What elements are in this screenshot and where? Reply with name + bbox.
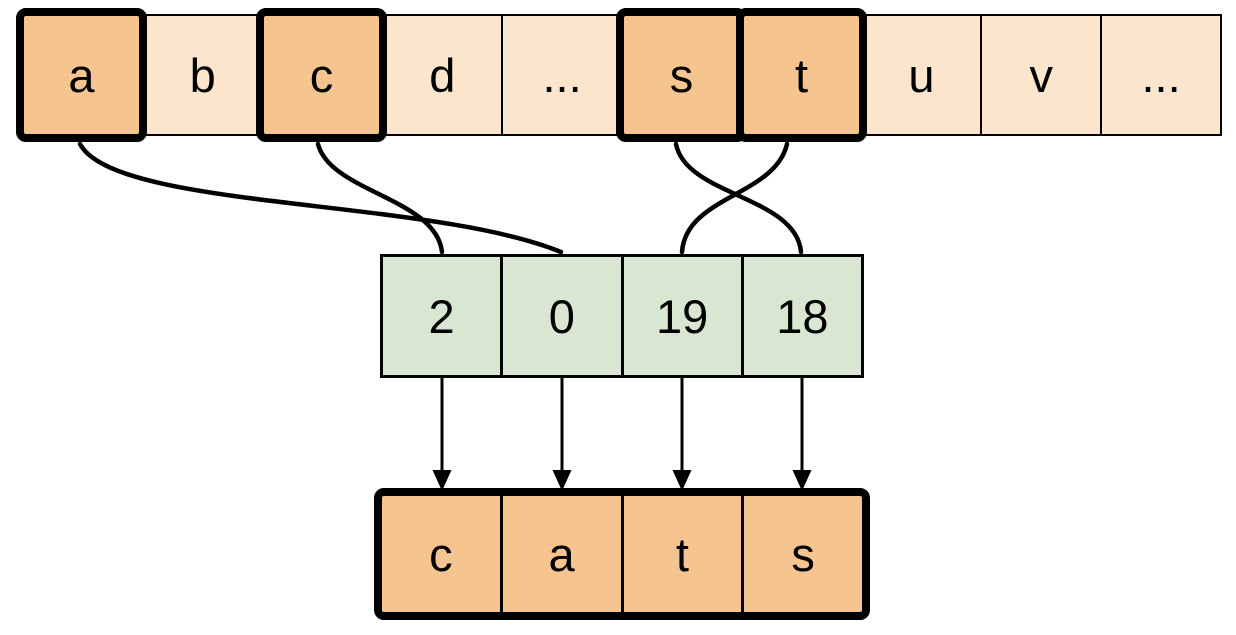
- word-row-cats: c a t s: [374, 488, 870, 620]
- index-cell-0: 0: [500, 257, 620, 375]
- curve-connector-c-to-index-2: [315, 141, 445, 255]
- alphabet-cell-b: b: [141, 16, 262, 134]
- alphabet-cell-d: d: [381, 16, 502, 134]
- down-arrow-index-2-to-c: [432, 378, 452, 491]
- curve-connector-t-to-index-19: [679, 141, 790, 255]
- down-arrow-index-0-to-a: [552, 378, 572, 491]
- down-arrow-index-19-to-t: [672, 378, 692, 491]
- curve-connector-a-to-index-0: [77, 141, 564, 255]
- down-arrow-index-18-to-s: [792, 378, 812, 491]
- word-cell-s: s: [741, 496, 862, 612]
- highlighted-cell-t: t: [736, 8, 867, 142]
- word-cell-c: c: [429, 527, 453, 581]
- alphabet-cell-v: v: [980, 16, 1101, 134]
- highlighted-cell-s: s: [616, 8, 747, 142]
- index-cell-18: 18: [740, 257, 861, 375]
- alphabet-cell-ellipsis-1: ...: [501, 16, 621, 134]
- curve-connector-s-to-index-18: [673, 141, 804, 255]
- index-row: 2 0 19 18: [380, 254, 864, 378]
- highlighted-cell-c: c: [256, 8, 387, 142]
- word-cell-a: a: [499, 496, 621, 612]
- word-cell-t: t: [620, 496, 742, 612]
- index-cell-19: 19: [620, 257, 741, 375]
- highlighted-cell-a: a: [16, 8, 147, 142]
- index-cell-2: 2: [428, 289, 455, 343]
- alphabet-cell-u: u: [860, 16, 981, 134]
- alphabet-cell-ellipsis-2: ...: [1100, 16, 1220, 134]
